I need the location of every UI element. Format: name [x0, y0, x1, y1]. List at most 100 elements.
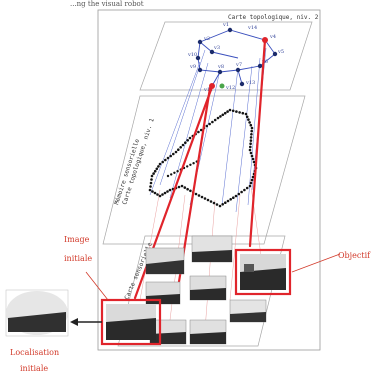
- svg-text:v13: v13: [245, 80, 255, 86]
- trajectory-dot: [197, 130, 200, 134]
- trajectory-dot: [168, 188, 172, 192]
- trajectory-dot: [177, 148, 180, 151]
- svg-text:v6: v6: [261, 59, 268, 65]
- svg-text:v3: v3: [213, 45, 220, 51]
- label-initial-localization-line1: Localisation: [10, 348, 59, 357]
- trajectory-dot: [189, 189, 192, 193]
- svg-text:v1: v1: [222, 22, 229, 28]
- trajectory-dot: [215, 203, 219, 206]
- thumbnail: [145, 247, 185, 275]
- trajectory-dot: [153, 169, 157, 173]
- trajectory-dot: [206, 198, 210, 202]
- trajectory-dot: [226, 199, 230, 203]
- trajectory-dot: [209, 200, 213, 203]
- trajectory-dot: [249, 181, 253, 185]
- trajectory-dot: [212, 201, 216, 205]
- trajectory-dot: [235, 110, 238, 113]
- trajectory-dot: [226, 110, 229, 113]
- thumbnail: [191, 235, 233, 263]
- trajectory-dot: [250, 126, 254, 130]
- trajectory-dot: [252, 160, 256, 164]
- trajectory-dot: [197, 194, 201, 197]
- trajectory-dot: [166, 190, 169, 193]
- svg-text:v5: v5: [277, 49, 284, 55]
- trajectory-dot: [248, 184, 252, 188]
- trajectory-dot: [211, 120, 214, 124]
- trajectory-dot: [173, 171, 176, 174]
- svg-text:v2: v2: [203, 36, 210, 42]
- svg-text:v11: v11: [203, 87, 213, 93]
- trajectory-dot: [170, 173, 173, 176]
- trajectory-dot: [249, 123, 253, 127]
- thumbnails: [145, 235, 267, 345]
- trajectory-dot: [164, 158, 167, 162]
- trajectory-dot: [250, 133, 253, 136]
- trajectory-dot: [234, 194, 238, 198]
- trajectory-dot: [221, 203, 224, 206]
- label-pointers: [85, 253, 341, 301]
- trajectory-dot: [149, 181, 153, 185]
- trajectory-dot: [249, 145, 252, 149]
- graph-node: [272, 51, 278, 57]
- panel-top-label: Carte topologique, niv. 2: [228, 14, 319, 21]
- trajectory-dot: [156, 193, 159, 196]
- trajectory-dot: [152, 172, 155, 175]
- trajectory-dot: [161, 160, 164, 164]
- trajectory-dot: [153, 191, 157, 195]
- trajectory-dot: [186, 187, 189, 191]
- trajectory-dot: [250, 178, 254, 182]
- svg-text:v7: v7: [235, 62, 242, 68]
- trajectory-dot: [184, 141, 187, 144]
- trajectory-dot: [183, 186, 187, 189]
- trajectory-dot: [200, 195, 204, 199]
- graph-nodes: [195, 27, 278, 89]
- trajectory-dot: [245, 115, 249, 119]
- svg-text:v8: v8: [217, 64, 224, 70]
- trajectory-dot: [240, 190, 243, 194]
- trajectory-dot: [250, 129, 253, 133]
- thumbnail: [189, 275, 227, 301]
- trajectory-dot: [186, 139, 189, 142]
- graph-node: [239, 81, 245, 87]
- trajectory-dot: [218, 204, 222, 208]
- trajectory-dot: [174, 150, 178, 154]
- thumbnail: [145, 281, 181, 305]
- trajectory-dot: [172, 152, 175, 156]
- trajectory-dot: [228, 108, 232, 112]
- trajectory-dot: [229, 198, 232, 201]
- trajectory-dot: [213, 118, 217, 122]
- graph-node: [257, 63, 263, 69]
- graph-node: [195, 55, 201, 61]
- label-initial-localization-line2: initiale: [20, 364, 48, 373]
- graph-node: [197, 39, 203, 45]
- trajectory-dot: [249, 142, 252, 145]
- trajectory-dot: [216, 116, 220, 120]
- trajectory-dot: [205, 124, 209, 128]
- trajectory-dot: [188, 136, 192, 140]
- trajectory-dot: [189, 163, 192, 166]
- trajectory-dot: [244, 112, 248, 116]
- trajectory-dot: [151, 190, 154, 193]
- trajectory-dot: [241, 111, 245, 115]
- trajectory-dot: [180, 184, 184, 188]
- trajectory-dot: [208, 122, 211, 126]
- trajectory-dot: [155, 167, 159, 171]
- trajectory-dot: [150, 178, 153, 181]
- trajectory-dot: [223, 111, 227, 115]
- graph-node: [217, 69, 223, 75]
- trajectory-dot: [243, 188, 246, 192]
- trajectory-dot: [249, 136, 253, 139]
- graph-node-labels: v1 v2 v3 v4 v5 v6 v7 v8 v9 v10 v11 v12 v…: [187, 22, 284, 93]
- trajectory-dot: [157, 165, 160, 168]
- trajectory-dot: [179, 146, 182, 149]
- trajectory-dot: [251, 157, 255, 161]
- trajectory-dot: [177, 185, 181, 189]
- svg-text:v4: v4: [269, 34, 276, 40]
- label-initial-image-line1: Image: [64, 235, 90, 244]
- trajectory-dot: [248, 121, 251, 124]
- trajectory-dot: [221, 113, 225, 117]
- trajectory-dot: [237, 192, 241, 196]
- trajectory-dot: [247, 118, 250, 121]
- trajectory-dot: [161, 193, 164, 196]
